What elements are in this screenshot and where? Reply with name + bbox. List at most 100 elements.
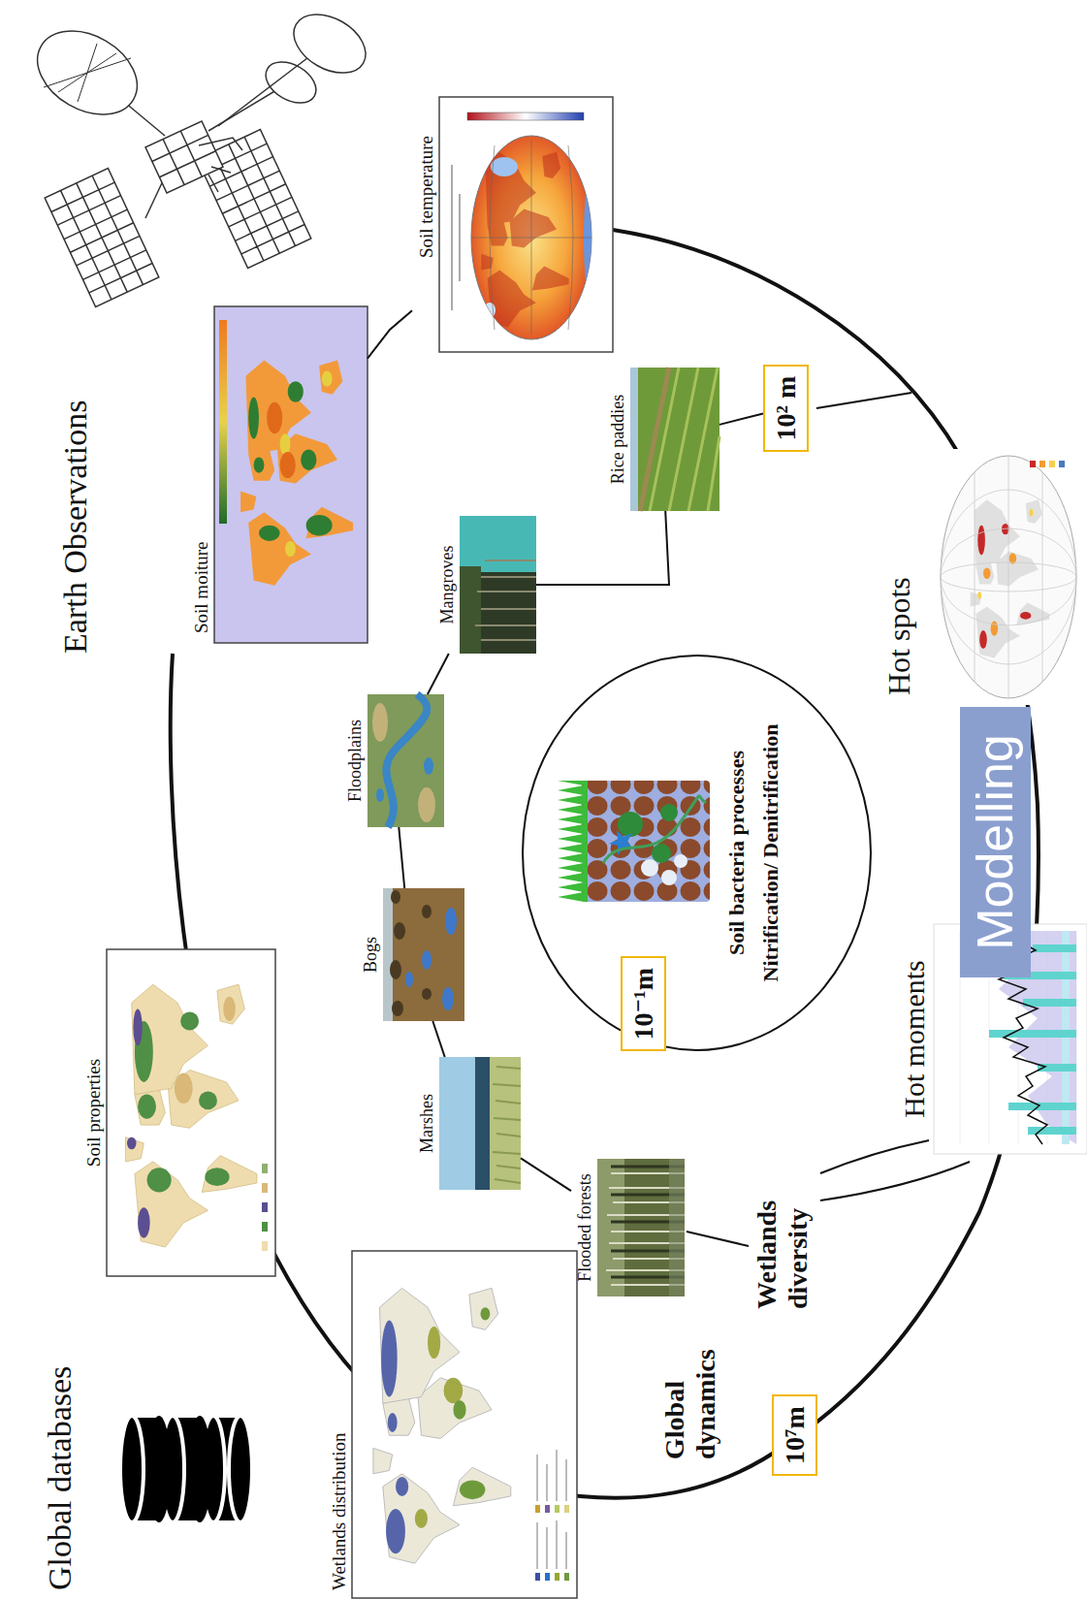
bar-text: Modelling	[959, 706, 1031, 978]
wetlands-map	[459, 1479, 485, 1500]
scale-value: 10⁻¹m	[626, 967, 661, 1041]
bog-photo	[391, 1000, 404, 1017]
soil-moisture-map	[219, 319, 227, 524]
soil-moisture-map	[306, 514, 333, 537]
soil-moisture-map	[240, 360, 353, 586]
hot-spots-map	[1029, 460, 1036, 468]
flooded-forest-photo	[597, 1158, 685, 1297]
picture-panel: Soil moiture	[187, 306, 368, 643]
wetlands-map	[351, 1250, 577, 1599]
process-circle: Soil bacteria processesNitrification/ De…	[520, 653, 873, 1053]
database-icon	[120, 1415, 171, 1523]
process-text: Nitrification/ Denitrification	[753, 653, 788, 1053]
hot-spots-map	[1029, 509, 1034, 517]
satellite	[145, 121, 224, 193]
picture-panel: Mangroves	[433, 515, 537, 654]
soil-properties-map	[137, 1207, 151, 1239]
soil-bacteria-illustration	[673, 854, 688, 868]
wetlands-map	[535, 1572, 541, 1581]
soil-bacteria-illustration	[660, 803, 678, 822]
soil-temperature-map	[480, 152, 569, 328]
mangrove-photo	[459, 515, 537, 654]
wetlands-map	[554, 1572, 560, 1581]
database-icon	[228, 1415, 253, 1523]
scale-box: 10⁷m	[771, 1394, 818, 1476]
soil-properties-map	[174, 1073, 193, 1105]
scale-value: 10² m	[768, 376, 803, 442]
leader-line	[820, 1161, 970, 1201]
picture-panel: Wetlands distribution	[324, 1250, 577, 1599]
scale-circle	[170, 229, 1039, 1499]
soil-properties-map	[261, 1163, 268, 1174]
panel-label: Hot moments	[894, 924, 932, 1154]
satellite	[22, 14, 152, 132]
hot-spots-map	[940, 489, 1077, 665]
soil-moisture-map	[258, 525, 281, 542]
flooded-forest-photo	[597, 1158, 685, 1297]
bog-photo	[389, 890, 432, 1017]
soil-properties-map	[261, 1221, 268, 1232]
hot-spots-map	[974, 455, 1043, 699]
soil-properties-map	[127, 1137, 136, 1151]
soil-moisture-map	[266, 402, 296, 479]
marsh-photo	[439, 1056, 521, 1190]
bog-photo	[421, 950, 432, 970]
hot-spots-map	[940, 455, 1077, 699]
soil-moisture-map	[300, 448, 317, 471]
panel-label: Wetlands distribution	[324, 1250, 351, 1599]
wetlands-map	[351, 1250, 577, 1599]
soil-properties-map	[261, 1202, 268, 1213]
soil-temperature-map	[480, 152, 569, 328]
picture-panel: Floodplains	[341, 694, 445, 828]
soil-moisture-map	[321, 370, 333, 386]
soil-properties-map	[204, 1167, 229, 1186]
hot-spots-map	[1049, 460, 1056, 468]
bog-photo	[383, 888, 465, 1022]
wetlands-map	[452, 1307, 490, 1500]
soil-bacteria-illustration	[617, 811, 643, 837]
bog-photo	[383, 888, 393, 1022]
wetlands-map	[373, 1287, 512, 1564]
flooded-forest-photo	[669, 1158, 685, 1297]
wetlands-map	[427, 1326, 441, 1359]
floodplain-photo	[385, 694, 427, 828]
wetlands-map	[381, 1319, 409, 1554]
soil-bacteria-illustration	[640, 859, 659, 877]
hot-spots-map	[919, 448, 1087, 705]
soil-properties-map	[261, 1163, 268, 1251]
rice-paddy-photo	[649, 367, 720, 512]
satellite	[44, 168, 160, 308]
picture-panel: Hot spots	[877, 448, 1087, 705]
panel-label: Soil moiture	[187, 306, 213, 643]
picture-panel: Bogs	[356, 888, 465, 1022]
mangrove-photo	[459, 515, 537, 654]
panel-label: Mangroves	[433, 515, 458, 654]
panel-label: Flooded forests	[571, 1158, 596, 1297]
soil-properties-map	[106, 949, 276, 1277]
satellite	[208, 174, 219, 192]
soil-properties-map	[261, 1182, 268, 1193]
process-text: Soil bacteria processes	[719, 653, 754, 1053]
leader-line	[816, 392, 912, 409]
satellite	[44, 168, 160, 308]
connector	[432, 1021, 445, 1057]
section-title: Earth Observations	[56, 399, 95, 654]
soil-bacteria-illustration	[581, 780, 710, 902]
soil-moisture-map	[254, 457, 265, 474]
hot-moments-chart	[1008, 1102, 1077, 1111]
wetlands-map	[479, 1307, 490, 1320]
wetlands-map	[535, 1449, 570, 1581]
bog-photo	[383, 888, 465, 1022]
connector	[367, 310, 413, 358]
soil-bacteria-illustration	[557, 780, 588, 902]
picture-panel: Rice paddies	[604, 367, 720, 512]
soil-bacteria-illustration	[661, 869, 677, 886]
wetlands-map	[415, 1326, 464, 1529]
soil-properties-map	[132, 1008, 142, 1046]
floodplain-photo	[423, 757, 434, 775]
database-icon	[120, 1415, 144, 1523]
section-title: Global databases	[40, 1366, 79, 1591]
soil-moisture-map	[240, 360, 353, 586]
bog-photo	[445, 907, 457, 935]
